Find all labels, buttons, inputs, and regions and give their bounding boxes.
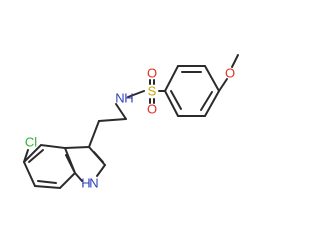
bond-n1-c7a — [74, 172, 83, 182]
aromatic-inner-3 — [200, 91, 213, 111]
bond-c3-c3a — [64, 146, 90, 149]
bond-ch2-indole — [88, 120, 100, 148]
methoxyphenyl-ring — [163, 65, 221, 117]
bond-n-ch2 — [115, 103, 127, 120]
bond-c3-c2-inner — [93, 151, 104, 163]
bond-c2-n1 — [96, 164, 106, 177]
bonds — [22, 54, 239, 190]
atom-o-sulfonyl-top: O — [147, 66, 157, 81]
indole-benzene-ring — [22, 143, 77, 190]
bond-c5-cl — [23, 149, 29, 163]
indole-inner-1 — [65, 154, 75, 172]
atom-o-sulfonyl-bottom: O — [147, 102, 157, 117]
bond-o-aryl — [218, 78, 228, 92]
aromatic-inner-2 — [170, 90, 182, 110]
atom-labels: N H S O O O Cl N H — [25, 66, 235, 191]
indole-inner-3 — [28, 149, 44, 163]
atom-o-methoxy: O — [225, 66, 235, 81]
bond-ch2-ch2 — [98, 118, 127, 122]
atom-s: S — [148, 84, 157, 99]
bond-methyl-o — [231, 54, 239, 68]
atom-cl: Cl — [25, 135, 37, 150]
atom-h-indole: H — [81, 176, 90, 191]
atom-n-amide: N — [115, 91, 124, 106]
atom-n-indole: N — [89, 176, 98, 191]
indole-inner-2 — [37, 180, 57, 184]
atom-h-amide: H — [124, 91, 133, 106]
chemical-structure: N H S O O O Cl N H — [22, 54, 239, 191]
bond-s-n — [127, 90, 145, 98]
